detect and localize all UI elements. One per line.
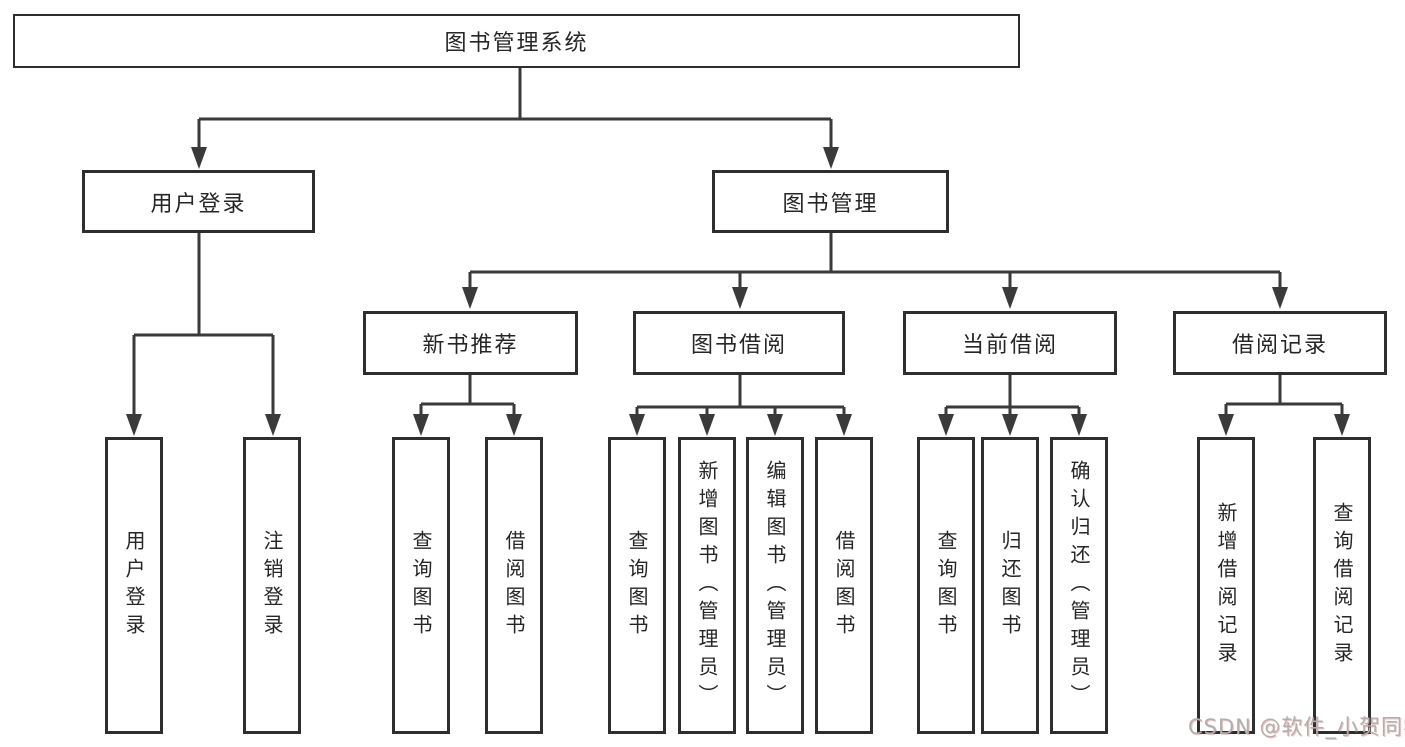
leaf-borrow-books: 借阅图书 [815, 437, 873, 734]
leaf-add-books-admin: 新增图书（管理员） [678, 437, 736, 734]
leaf-label: 查询图书 [409, 529, 433, 642]
leaf-add-borrow-record: 新增借阅记录 [1197, 437, 1255, 734]
leaf-logout: 注销登录 [243, 437, 301, 734]
node-user-login: 用户登录 [82, 170, 315, 233]
arrowheads [126, 147, 1350, 436]
leaf-label: 借阅图书 [502, 529, 526, 642]
leaf-label: 新增借阅记录 [1214, 501, 1238, 670]
leaf-return-books: 归还图书 [981, 437, 1039, 734]
node-new-book-recommendation: 新书推荐 [363, 311, 578, 375]
csdn-watermark: CSDN @软件_小贺同学 [1188, 715, 1405, 739]
leaf-label: 注销登录 [260, 529, 284, 642]
leaf-label: 查询图书 [934, 529, 958, 642]
node-label: 图书管理 [782, 191, 879, 217]
leaf-label: 新增图书（管理员） [695, 459, 719, 712]
leaf-confirm-return-admin: 确认归还（管理员） [1050, 437, 1108, 734]
node-label: 当前借阅 [961, 333, 1058, 358]
leaf-borrow-books-recommend: 借阅图书 [485, 437, 543, 734]
leaf-label: 编辑图书（管理员） [763, 459, 787, 712]
node-label: 图书借阅 [690, 333, 787, 358]
node-label: 图书管理系统 [444, 31, 589, 56]
leaf-query-books-borrow: 查询图书 [608, 437, 666, 734]
node-borrowing-records: 借阅记录 [1173, 311, 1387, 375]
node-label: 新书推荐 [422, 333, 519, 358]
leaf-query-borrow-record: 查询借阅记录 [1313, 437, 1371, 734]
node-label: 用户登录 [150, 191, 247, 217]
leaf-query-books-recommend: 查询图书 [392, 437, 450, 734]
leaf-label: 查询图书 [625, 529, 649, 642]
node-label: 借阅记录 [1231, 333, 1328, 358]
node-current-borrowing: 当前借阅 [903, 311, 1117, 375]
leaf-edit-books-admin: 编辑图书（管理员） [746, 437, 804, 734]
leaf-label: 查询借阅记录 [1330, 501, 1354, 670]
leaf-label: 借阅图书 [832, 529, 856, 642]
node-book-borrowing: 图书借阅 [633, 311, 845, 375]
leaf-query-books-current: 查询图书 [917, 437, 975, 734]
leaf-label: 确认归还（管理员） [1067, 459, 1091, 712]
node-book-management: 图书管理 [712, 170, 949, 233]
leaf-label: 用户登录 [122, 529, 146, 642]
leaf-label: 归还图书 [998, 529, 1022, 642]
leaf-user-login: 用户登录 [105, 437, 163, 734]
node-library-management-system: 图书管理系统 [13, 14, 1020, 68]
